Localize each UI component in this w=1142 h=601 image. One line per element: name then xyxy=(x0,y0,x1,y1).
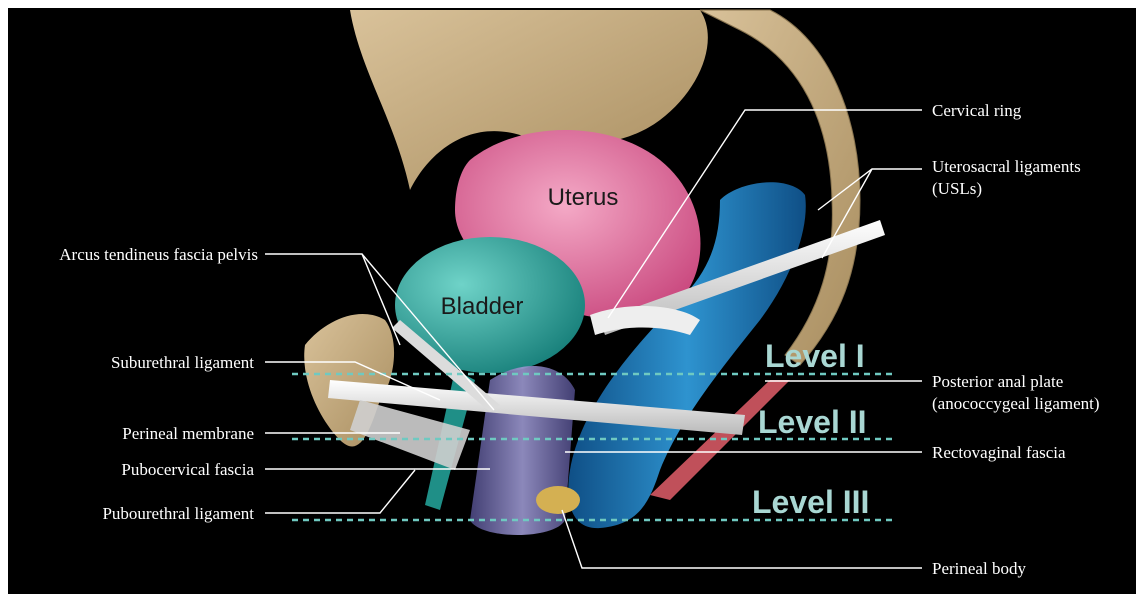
level-3-text: Level III xyxy=(752,484,869,520)
label-anal-plate-line2: (anococcygeal ligament) xyxy=(932,394,1100,413)
label-usl-line1: Uterosacral ligaments xyxy=(932,157,1081,176)
perineal-body xyxy=(536,486,580,514)
label-suburethral: Suburethral ligament xyxy=(111,353,254,372)
label-cervical-ring: Cervical ring xyxy=(932,101,1022,120)
label-pubocervical: Pubocervical fascia xyxy=(121,460,254,479)
label-perineal-membrane: Perineal membrane xyxy=(122,424,254,443)
label-usl-line2: (USLs) xyxy=(932,179,982,198)
label-perineal-body: Perineal body xyxy=(932,559,1026,578)
level-1-text: Level I xyxy=(765,338,865,374)
label-pubourethral: Pubourethral ligament xyxy=(102,504,254,523)
label-anal-plate-line1: Posterior anal plate xyxy=(932,372,1063,391)
bladder-label: Bladder xyxy=(441,293,524,320)
label-rectovaginal: Rectovaginal fascia xyxy=(932,443,1066,462)
level-2-text: Level II xyxy=(758,404,867,440)
uterus-label: Uterus xyxy=(548,184,619,211)
label-arcus: Arcus tendineus fascia pelvis xyxy=(59,245,258,264)
